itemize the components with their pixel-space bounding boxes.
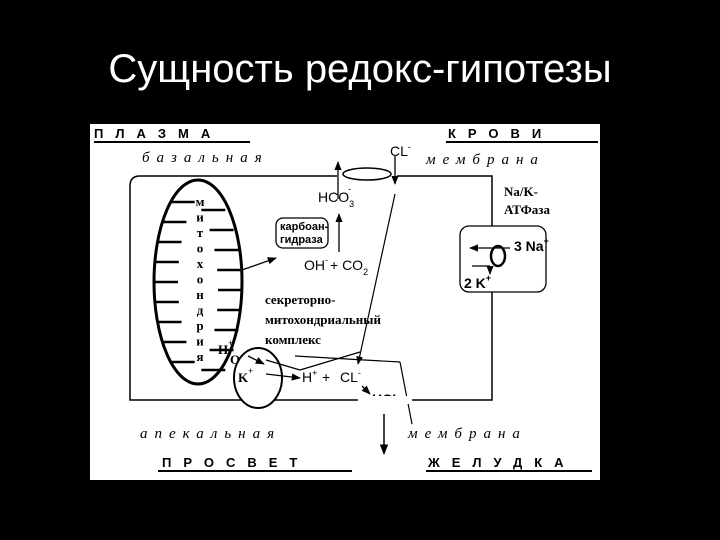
mitochondria-letter: о	[197, 272, 204, 287]
mitochondria-letter: и	[196, 334, 204, 349]
plus-sign: +	[322, 369, 330, 385]
exchanger-channel	[342, 167, 392, 181]
hco3-charge: -	[348, 184, 351, 194]
cl-mid-label: CL-	[340, 368, 361, 385]
h-plus-label: H+	[218, 338, 233, 357]
mitochondria-letter: д	[197, 303, 204, 318]
mitochondria-letter: т	[197, 225, 204, 240]
hco3-label: HCO3	[318, 189, 354, 209]
stomach-label: ЖЕЛУДКА	[427, 455, 576, 470]
complex-right-line	[294, 355, 401, 363]
oh-label: OH-	[304, 255, 328, 273]
complex-right-down-line	[399, 361, 413, 425]
diagram-svg: ПЛАЗМА КРОВИ базальная мембрана CL- HCO3…	[94, 126, 598, 472]
carbonic-anhydrase-line2: гидраза	[280, 234, 324, 246]
k-plus-label: K+	[238, 366, 253, 385]
apical-opening	[358, 396, 412, 404]
k-out-arrow	[265, 373, 301, 381]
mitochondria-letter: н	[196, 287, 204, 302]
mito-to-ca-arrow	[241, 257, 277, 271]
cl-transport-line	[356, 193, 396, 365]
o-label: O	[230, 352, 240, 367]
mitochondria-letter: я	[196, 349, 203, 364]
complex-to-pump-line	[265, 359, 301, 371]
cristae-right	[201, 208, 242, 372]
pump-ring	[489, 244, 507, 268]
k-2-label: 2 K+	[464, 273, 491, 291]
mitochondria-letter: р	[196, 318, 203, 333]
slide-title: Сущность редокс-гипотезы	[108, 47, 612, 91]
na-k-atpase-line2: АТФаза	[504, 202, 551, 217]
cristae-left	[154, 200, 195, 364]
plasma-label: ПЛАЗМА	[94, 126, 222, 141]
complex-line2: митохондриальный	[265, 312, 381, 327]
cl-top-label: CL-	[390, 142, 411, 159]
mitochondria-letter: м	[196, 194, 205, 209]
to-hcl-arrow	[361, 385, 371, 395]
basal-right-label: мембрана	[425, 152, 545, 168]
lumen-label: ПРОСВЕТ	[162, 455, 309, 470]
complex-line3: комплекс	[265, 332, 321, 347]
apical-left-label: апекальная	[140, 426, 281, 442]
complex-link-line	[299, 351, 361, 371]
secretory-vesicle	[233, 347, 283, 409]
redox-hypothesis-diagram: ПЛАЗМА КРОВИ базальная мембрана CL- HCO3…	[90, 124, 600, 480]
mitochondria-letter: и	[196, 210, 204, 225]
carbonic-anhydrase-line1: карбоан-	[280, 221, 329, 233]
carbonic-anhydrase-box	[275, 217, 329, 249]
co2-label: + CO2	[330, 257, 368, 277]
na-k-atpase-line1: Na/K-	[504, 184, 538, 199]
complex-line1: секреторно-	[265, 292, 335, 307]
h-to-k-arrow	[247, 355, 265, 365]
mitochondria-letter: о	[197, 241, 204, 256]
blood-label: КРОВИ	[448, 126, 553, 141]
h-ion-label: H+	[302, 368, 317, 385]
mitochondria-letter: х	[197, 256, 204, 271]
basal-left-label: базальная	[142, 150, 269, 166]
na-3-label: 3 Na+	[514, 236, 549, 254]
apical-right-label: мембрана	[407, 426, 527, 442]
